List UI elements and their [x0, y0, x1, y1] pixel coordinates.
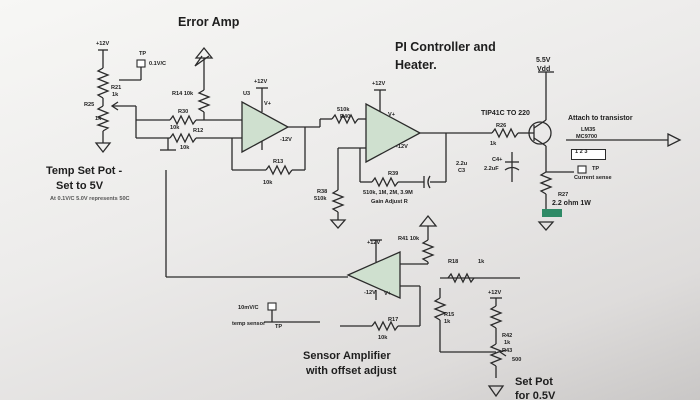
label-r12-val: 10k — [180, 145, 190, 151]
label-temp-sensor: temp sensor — [232, 321, 266, 327]
error-amp-title: Error Amp — [178, 15, 240, 29]
label-pi-vplus: V+ — [388, 112, 395, 118]
label-r17: R17 — [388, 317, 399, 323]
label-vdd-val: 5.5V — [536, 57, 551, 64]
label-12v-u3: +12V — [254, 79, 268, 85]
label-sensor-12v: -12V — [364, 290, 376, 296]
label-r15-val: 1k — [444, 319, 451, 325]
set-pot-title-line1: Set Pot — [515, 376, 553, 388]
label-tp-top-scale: 0.1V/C — [149, 61, 167, 67]
green-marker — [542, 209, 562, 217]
label-r39: R39 — [388, 171, 399, 177]
label-c3: 2.2u — [456, 161, 468, 167]
tip41c-transistor — [528, 71, 554, 172]
label-r13-val: 10k — [263, 180, 273, 186]
label-u3-12v: -12V — [280, 137, 292, 143]
label-r21: R21 — [111, 85, 122, 91]
sensor-amp-title-line2: with offset adjust — [306, 365, 397, 377]
label-r41: R41 10k — [398, 236, 420, 242]
label-r25: R25 — [84, 102, 95, 108]
sensor-amp-title-line1: Sensor Amplifier — [303, 350, 391, 362]
temp-set-pot — [94, 49, 136, 154]
pi-controller-opamp — [365, 89, 470, 164]
label-r12: R12 — [193, 128, 204, 134]
sensor-amplifier-opamp — [346, 239, 401, 300]
label-r38-val: 510k — [314, 196, 327, 202]
label-lm35: LM35 — [581, 127, 596, 133]
label-12v-pi: +12V — [372, 81, 386, 87]
label-r26-val: 1k — [490, 141, 497, 147]
label-r27-val: 2.2 ohm 1W — [552, 200, 591, 207]
set-pot-title-line2: for 0.5V — [515, 390, 556, 400]
label-12v-pot: +12V — [488, 290, 502, 296]
label-r18-val: 1k — [478, 259, 485, 265]
label-r38: R38 — [317, 189, 328, 195]
label-current-sense: Current sense — [574, 175, 612, 181]
pi-controller-title-line2: Heater. — [395, 58, 437, 72]
label-c3-name: C3 — [458, 168, 466, 174]
label-sensor-vplus: V+ — [384, 291, 391, 297]
label-r42-val: 1k — [504, 340, 511, 346]
label-r17-val: 10k — [378, 335, 388, 341]
label-tip41c: TIP41C TO 220 — [481, 110, 530, 117]
label-u3: U3 — [243, 91, 251, 97]
label-gain-values: 510k, 1M, 2M, 3.9M — [363, 190, 413, 196]
temp-set-title-line2: Set to 5V — [56, 180, 104, 192]
label-12v-sensor: +12V — [367, 240, 381, 246]
label-mc9700: MC9700 — [576, 134, 598, 140]
label-attach-to: Attach to transistor — [568, 115, 633, 122]
label-r43-val: 500 — [512, 357, 522, 363]
label-r40: 510k — [337, 107, 350, 113]
label-r21-val: 1k — [112, 92, 119, 98]
label-temp-sensor-scale: 10mV/C — [238, 305, 259, 311]
label-r27: R27 — [558, 192, 569, 198]
label-tp-current: TP — [592, 166, 600, 172]
r14-resistor — [194, 46, 214, 120]
label-pins: 1 2 3 — [575, 149, 588, 155]
label-12v-left: +12V — [96, 41, 110, 47]
label-c4: C4+ — [492, 157, 503, 163]
label-r25-val: 1k — [95, 116, 102, 122]
label-r26: R26 — [496, 123, 507, 129]
label-r30: R30 — [178, 109, 189, 115]
label-pi-12v: -12V — [396, 144, 408, 150]
temp-set-title-line1: Temp Set Pot - — [46, 165, 123, 177]
label-gain-adjust: Gain Adjust R — [371, 199, 408, 205]
lm35-part-box — [571, 149, 606, 160]
label-r30-val: 10k — [170, 125, 180, 131]
pi-controller-title-line1: PI Controller and — [395, 40, 496, 54]
label-vdd-name: Vdd — [537, 66, 551, 73]
label-r43: R43 — [502, 348, 513, 354]
label-r42: R42 — [502, 333, 513, 339]
label-r13: R13 — [273, 159, 284, 165]
label-tp-top: TP — [139, 51, 147, 57]
label-r15: R15 — [444, 312, 455, 318]
label-c4-val: 2.2uF — [484, 166, 499, 172]
error-amp-opamp — [231, 87, 320, 176]
temp-set-note: At 0.1V/C 5.0V represents 50C — [50, 196, 130, 202]
label-r14: R14 10k — [172, 91, 194, 97]
label-r40-name: R40 — [340, 114, 351, 120]
label-tp-sensor: TP — [275, 324, 283, 330]
label-r18: R18 — [448, 259, 459, 265]
label-u3-vplus: V+ — [264, 101, 271, 107]
